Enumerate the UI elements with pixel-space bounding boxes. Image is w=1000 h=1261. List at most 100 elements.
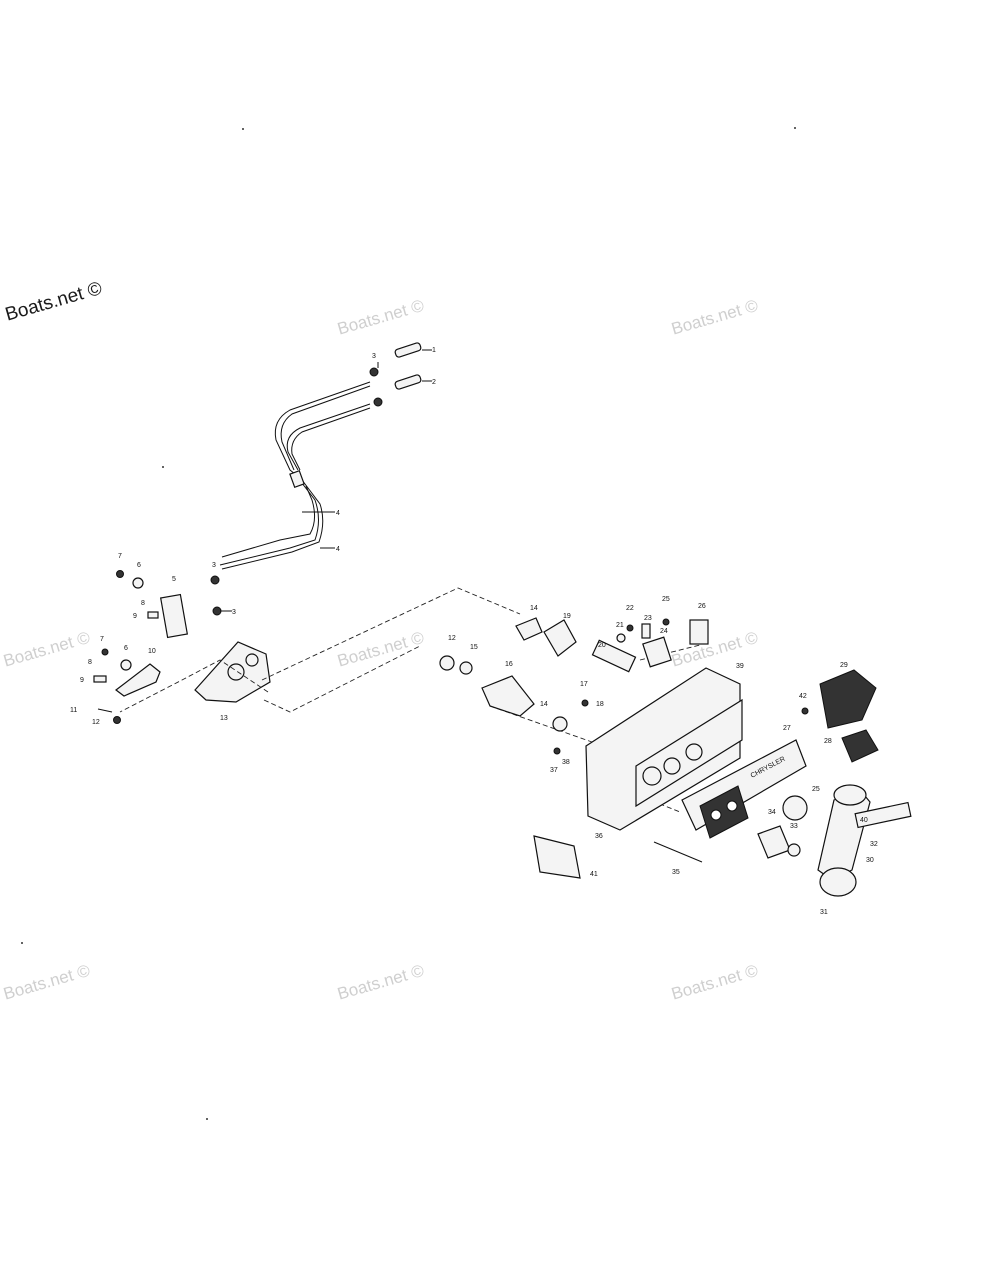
callout: 16 bbox=[505, 661, 513, 668]
callout: 39 bbox=[736, 663, 744, 670]
washer-6b bbox=[120, 659, 132, 671]
callout: 26 bbox=[698, 603, 706, 610]
nut-12 bbox=[439, 655, 455, 671]
callout: 4 bbox=[336, 546, 340, 553]
clip-23 bbox=[641, 623, 651, 639]
scan-speck bbox=[21, 942, 23, 944]
nut-21 bbox=[616, 633, 626, 643]
screw-7b bbox=[101, 648, 109, 656]
callout: 12 bbox=[448, 635, 456, 642]
cable-nut-3d bbox=[212, 606, 222, 616]
cable-nut-3c bbox=[210, 575, 220, 585]
callout: 18 bbox=[596, 701, 604, 708]
lever-grip bbox=[819, 867, 857, 897]
spring-37 bbox=[553, 747, 561, 755]
callout: 41 bbox=[590, 871, 598, 878]
scan-speck bbox=[206, 1118, 208, 1120]
callout: 14 bbox=[530, 605, 538, 612]
washer-6 bbox=[132, 577, 144, 589]
callout: 3 bbox=[372, 353, 376, 360]
shaft-16 bbox=[481, 675, 535, 717]
callout: 42 bbox=[799, 693, 807, 700]
cable-end-2 bbox=[394, 374, 422, 390]
screw-42 bbox=[801, 707, 809, 715]
callout: 29 bbox=[840, 662, 848, 669]
screw-22 bbox=[626, 624, 634, 632]
bolt-35 bbox=[653, 841, 703, 863]
callout: 38 bbox=[562, 759, 570, 766]
callout: 34 bbox=[768, 809, 776, 816]
callout: 17 bbox=[580, 681, 588, 688]
callout: 6 bbox=[124, 645, 128, 652]
cable-nut-3b bbox=[373, 397, 383, 407]
callout-labels: 1 2 3 4 4 3 3 7 6 8 9 5 7 6 8 9 10 11 12… bbox=[70, 347, 878, 916]
callout: 24 bbox=[660, 628, 668, 635]
panel-knob bbox=[642, 766, 662, 786]
callout: 23 bbox=[644, 615, 652, 622]
switch-hole bbox=[726, 800, 738, 812]
callout: 7 bbox=[118, 553, 122, 560]
pin-17 bbox=[581, 699, 589, 707]
screw-7 bbox=[116, 570, 124, 578]
callout: 3 bbox=[232, 609, 236, 616]
callout: 20 bbox=[598, 642, 606, 649]
callout: 33 bbox=[790, 823, 798, 830]
callout: 1 bbox=[432, 347, 436, 354]
scan-speck bbox=[162, 466, 164, 468]
plate-26 bbox=[689, 619, 709, 645]
cable-end-1 bbox=[394, 342, 422, 358]
scan-speck bbox=[794, 127, 796, 129]
callout: 4 bbox=[336, 510, 340, 517]
callout: 32 bbox=[870, 841, 878, 848]
callout: 19 bbox=[563, 613, 571, 620]
cable-sleeve bbox=[289, 469, 305, 489]
callout: 2 bbox=[432, 379, 436, 386]
screw-12 bbox=[113, 716, 121, 724]
handle-insert-28 bbox=[841, 729, 879, 763]
callout: 10 bbox=[148, 648, 156, 655]
callout: 12 bbox=[92, 719, 100, 726]
callout: 8 bbox=[88, 659, 92, 666]
callout: 13 bbox=[220, 715, 228, 722]
callout: 5 bbox=[172, 576, 176, 583]
lever-10 bbox=[115, 663, 161, 697]
callout: 9 bbox=[80, 677, 84, 684]
callout: 27 bbox=[783, 725, 791, 732]
cable-nut-3 bbox=[369, 367, 379, 377]
screw-25 bbox=[662, 618, 670, 626]
callout: 36 bbox=[595, 833, 603, 840]
callout: 7 bbox=[100, 636, 104, 643]
nut-14 bbox=[552, 716, 568, 732]
clip-32 bbox=[854, 801, 912, 829]
shaft-14 bbox=[515, 617, 543, 641]
callout: 15 bbox=[470, 644, 478, 651]
callout: 11 bbox=[70, 707, 77, 714]
bracket-41 bbox=[533, 835, 581, 879]
callout: 30 bbox=[866, 857, 874, 864]
callout: 22 bbox=[626, 605, 634, 612]
bushing-19 bbox=[543, 619, 577, 657]
control-box-39 bbox=[585, 667, 743, 831]
housing-hole bbox=[227, 663, 245, 681]
scan-speck bbox=[242, 128, 244, 130]
handle-cover-29 bbox=[819, 669, 877, 729]
callout: 21 bbox=[616, 622, 624, 629]
switch-hole bbox=[710, 809, 722, 821]
callout: 35 bbox=[672, 869, 680, 876]
washer-15 bbox=[459, 661, 473, 675]
callout: 28 bbox=[824, 738, 832, 745]
panel-knob bbox=[663, 757, 681, 775]
lever-5 bbox=[159, 593, 189, 639]
callout: 6 bbox=[137, 562, 141, 569]
panel-knob bbox=[685, 743, 703, 761]
lens-28 bbox=[782, 795, 808, 821]
switch-plate bbox=[699, 785, 749, 839]
callout: 3 bbox=[212, 562, 216, 569]
housing-hole bbox=[245, 653, 259, 667]
callout: 40 bbox=[860, 817, 868, 824]
washer-34 bbox=[787, 843, 801, 857]
callout: 31 bbox=[820, 909, 828, 916]
control-cables bbox=[219, 381, 371, 570]
bracket-33 bbox=[757, 825, 791, 859]
